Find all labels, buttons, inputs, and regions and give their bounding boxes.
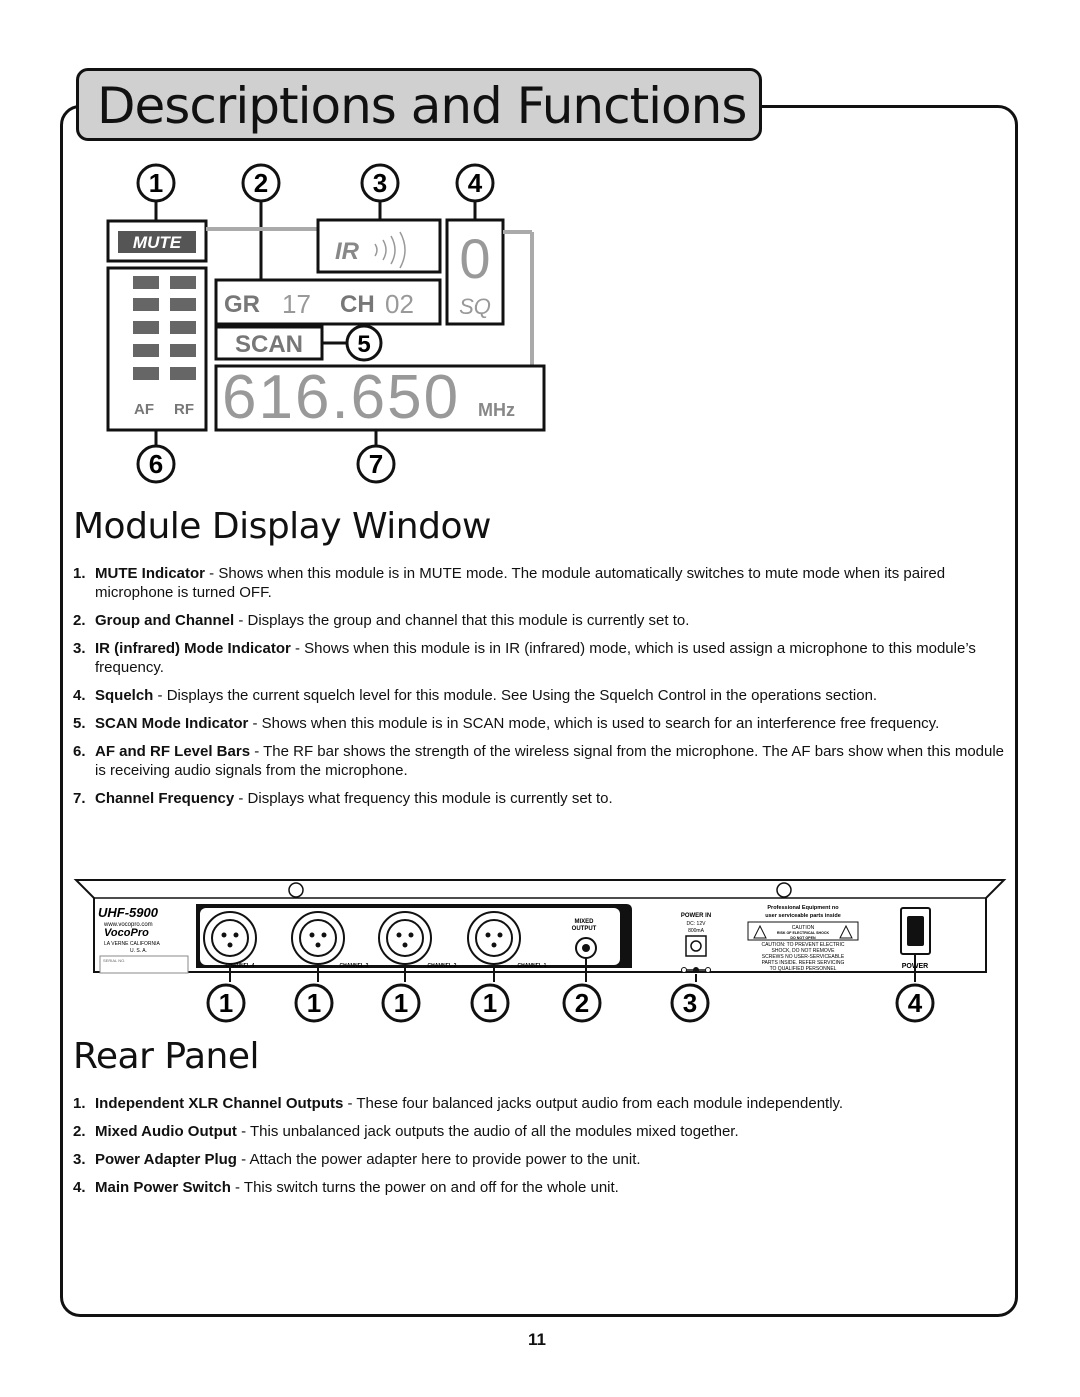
module-display-diagram: 1 2 3 4 MUTE IR 0 SQ <box>106 163 546 484</box>
svg-text:5: 5 <box>357 331 370 358</box>
svg-text:CHANNEL-2: CHANNEL-2 <box>428 963 457 969</box>
page-number: 11 <box>528 1330 546 1349</box>
callout-4: 4 <box>895 983 935 1023</box>
svg-text:CAUTION: CAUTION <box>792 925 815 931</box>
list-item: 4.Main Power Switch - This switch turns … <box>73 1179 619 1196</box>
svg-text:17: 17 <box>282 289 311 319</box>
svg-text:MIXED: MIXED <box>574 919 594 925</box>
svg-text:CAUTION: TO PREVENT ELECTRIC: CAUTION: TO PREVENT ELECTRIC <box>761 942 844 948</box>
svg-text:3: 3 <box>683 988 697 1018</box>
svg-text:GR: GR <box>224 291 260 318</box>
svg-text:IR: IR <box>335 238 360 265</box>
svg-text:MHz: MHz <box>478 400 515 420</box>
svg-text:SCREWS NO USER-SERVICEABLE: SCREWS NO USER-SERVICEABLE <box>762 954 845 960</box>
svg-text:6: 6 <box>149 449 163 479</box>
list-item: 2.Group and Channel - Displays the group… <box>73 612 690 629</box>
callout-1: 1 <box>206 983 246 1023</box>
svg-text:PARTS INSIDE. REFER SERVICING: PARTS INSIDE. REFER SERVICING <box>762 960 845 966</box>
svg-text:TO QUALIFIED PERSONNEL: TO QUALIFIED PERSONNEL <box>770 966 837 972</box>
list-item: 3.IR (infrared) Mode Indicator - Shows w… <box>73 640 976 676</box>
callout-4: 4 <box>455 163 495 203</box>
svg-text:DC: 12V: DC: 12V <box>687 921 707 927</box>
xlr-channel-3-jack: CHANNEL-3 <box>291 911 369 969</box>
svg-text:SQ: SQ <box>459 294 491 319</box>
squelch-indicator: 0 SQ <box>445 218 505 326</box>
svg-text:LA VERNE CALIFORNIA: LA VERNE CALIFORNIA <box>104 941 161 947</box>
svg-text:7: 7 <box>369 449 383 479</box>
callout-7: 7 <box>356 444 396 484</box>
svg-text:CHANNEL-3: CHANNEL-3 <box>340 963 369 969</box>
svg-text:4: 4 <box>908 988 923 1018</box>
scan-indicator: SCAN <box>214 325 324 361</box>
module-display-list: 1.MUTE Indicator - Shows when this modul… <box>73 564 1008 817</box>
svg-text:SCAN: SCAN <box>235 331 303 358</box>
svg-text:MUTE: MUTE <box>133 233 182 252</box>
svg-text:CHANNEL-1: CHANNEL-1 <box>518 963 547 969</box>
svg-text:2: 2 <box>254 168 268 198</box>
mute-indicator: MUTE <box>106 219 208 263</box>
list-item: 6.AF and RF Level Bars - The RF bar show… <box>73 743 1005 779</box>
power-adapter-plug: POWER IN DC: 12V 800mA <box>681 913 711 973</box>
xlr-channel-1-jack: CHANNEL-1 <box>467 911 547 969</box>
callout-6: 6 <box>136 444 176 484</box>
list-item: 3.Power Adapter Plug - Attach the power … <box>73 1151 641 1168</box>
svg-text:3: 3 <box>373 168 387 198</box>
svg-text:02: 02 <box>385 289 414 319</box>
svg-text:RISK OF ELECTRICAL SHOCK: RISK OF ELECTRICAL SHOCK <box>777 931 830 935</box>
rear-panel-diagram: UHF-5900 www.vocopro.com VocoPro LA VERN… <box>73 879 1007 1023</box>
xlr-channel-4-jack: CHANNEL-4 <box>203 911 257 969</box>
list-item: 5.SCAN Mode Indicator - Shows when this … <box>73 715 940 732</box>
callout-2: 2 <box>562 983 602 1023</box>
svg-text:0: 0 <box>459 227 490 290</box>
callout-1: 1 <box>294 983 334 1023</box>
svg-text:OUTPUT: OUTPUT <box>572 926 597 932</box>
title-banner: Descriptions and Functions <box>76 68 762 141</box>
callout-5: 5 <box>345 324 383 362</box>
callout-1: 1 <box>136 163 176 203</box>
svg-text:1: 1 <box>307 988 321 1018</box>
caution-label: Professional Equipment no user serviceab… <box>747 905 859 972</box>
list-item: 2.Mixed Audio Output - This unbalanced j… <box>73 1123 739 1140</box>
xlr-channel-2-jack: CHANNEL-2 <box>378 911 457 969</box>
svg-text:user serviceable parts inside: user serviceable parts inside <box>765 913 841 919</box>
svg-text:DO NOT OPEN: DO NOT OPEN <box>790 936 816 940</box>
svg-text:CHANNEL-4: CHANNEL-4 <box>226 963 255 969</box>
svg-text:1: 1 <box>483 988 497 1018</box>
svg-text:2: 2 <box>575 988 589 1018</box>
svg-text:800mA: 800mA <box>688 928 705 934</box>
list-item: 1.MUTE Indicator - Shows when this modul… <box>73 565 946 601</box>
channel-frequency-display: 616.650 MHz <box>214 363 546 432</box>
list-item: 4.Squelch - Displays the current squelch… <box>73 687 878 704</box>
svg-text:1: 1 <box>219 988 233 1018</box>
model-label: UHF-5900 <box>98 905 159 920</box>
list-item: 1.Independent XLR Channel Outputs - Thes… <box>73 1095 844 1112</box>
svg-text:CH: CH <box>340 291 375 318</box>
svg-text:AF: AF <box>134 401 154 418</box>
list-item: 7.Channel Frequency - Displays what freq… <box>73 790 613 807</box>
callout-1: 1 <box>381 983 421 1023</box>
svg-text:POWER IN: POWER IN <box>681 913 711 919</box>
page-title: Descriptions and Functions <box>97 77 747 135</box>
callout-3: 3 <box>670 983 710 1023</box>
callout-1: 1 <box>470 983 510 1023</box>
svg-text:1: 1 <box>149 168 163 198</box>
svg-text:4: 4 <box>468 168 483 198</box>
svg-text:Professional Equipment no: Professional Equipment no <box>767 905 839 911</box>
svg-text:www.vocopro.com: www.vocopro.com <box>103 922 153 928</box>
svg-text:1: 1 <box>394 988 408 1018</box>
svg-text:SERIAL NO.: SERIAL NO. <box>103 958 125 963</box>
svg-text:U. S. A.: U. S. A. <box>130 948 147 954</box>
callout-3: 3 <box>360 163 400 203</box>
brand-logo: VocoPro <box>104 927 149 939</box>
af-rf-level-bars: AF RF <box>106 266 208 432</box>
rear-panel-list: 1.Independent XLR Channel Outputs - Thes… <box>73 1094 1008 1206</box>
module-display-heading: Module Display Window <box>73 506 491 547</box>
group-channel-display: GR 17 CH 02 <box>214 278 442 326</box>
rear-panel-heading: Rear Panel <box>73 1036 259 1077</box>
ir-indicator: IR <box>316 218 442 274</box>
svg-text:SHOCK, DO NOT REMOVE: SHOCK, DO NOT REMOVE <box>772 948 836 954</box>
callout-2: 2 <box>241 163 281 203</box>
svg-text:RF: RF <box>174 401 194 418</box>
svg-text:616.650: 616.650 <box>222 363 460 432</box>
